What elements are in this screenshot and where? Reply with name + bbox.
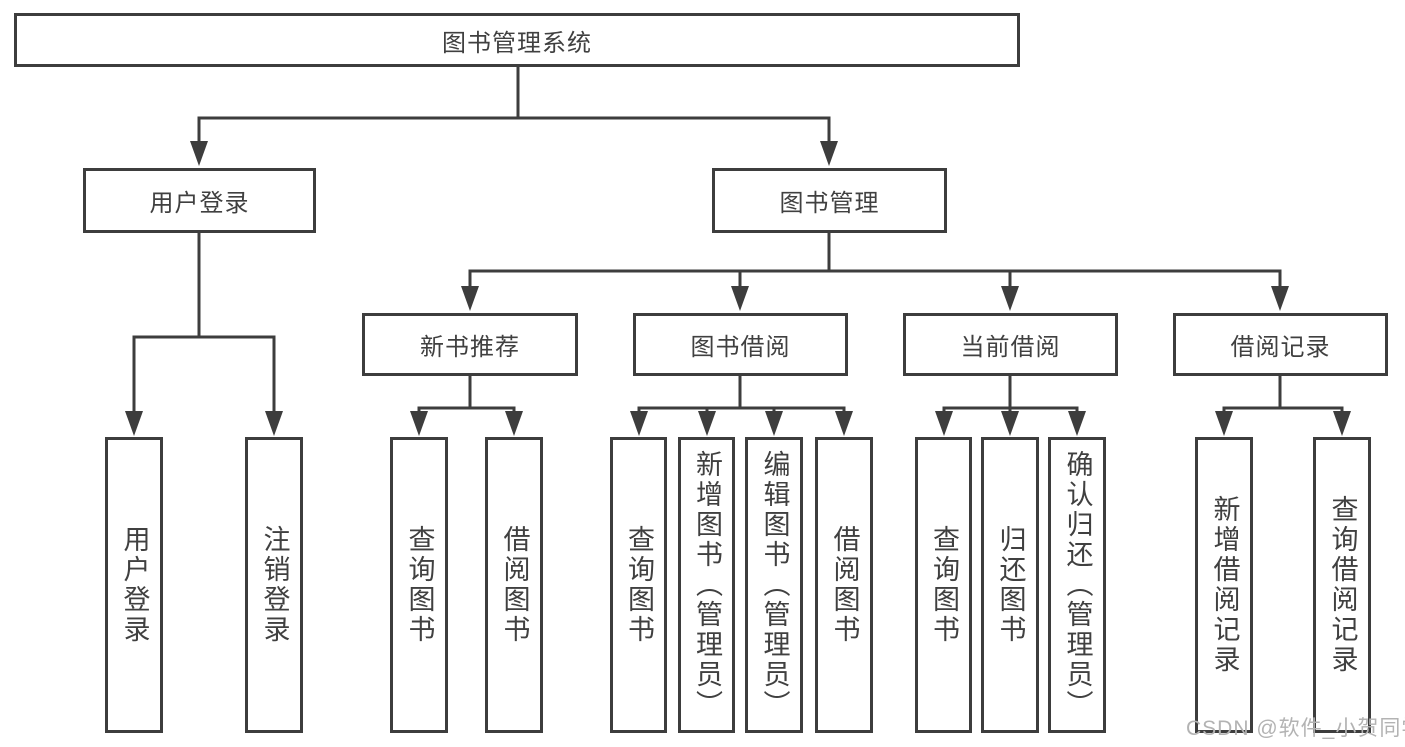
leaf-query-books-current: 查询图书 <box>915 437 972 733</box>
leaf-borrow-books-recommend: 借阅图书 <box>485 437 543 733</box>
leaf-add-books-admin-label: 新增图书（管理员） <box>692 450 722 720</box>
leaf-user-login: 用户登录 <box>105 437 163 733</box>
leaf-query-books-recommend: 查询图书 <box>390 437 448 733</box>
arrowheads <box>125 141 1351 436</box>
leaf-query-books-recommend-label: 查询图书 <box>404 525 435 645</box>
group-current-borrow: 当前借阅 <box>903 313 1118 376</box>
leaf-borrow-books: 借阅图书 <box>815 437 873 733</box>
leaf-borrow-books-label: 借阅图书 <box>829 525 860 645</box>
leaf-edit-books-admin-label: 编辑图书（管理员） <box>759 450 790 720</box>
branch-user-login: 用户登录 <box>83 168 316 233</box>
group-new-book-recommend-label: 新书推荐 <box>420 334 520 361</box>
leaf-query-borrow-record-label: 查询借阅记录 <box>1327 495 1358 675</box>
leaf-edit-books-admin: 编辑图书（管理员） <box>745 437 803 733</box>
leaf-add-books-admin: 新增图书（管理员） <box>678 437 735 733</box>
leaf-query-borrow-record: 查询借阅记录 <box>1313 437 1371 733</box>
leaf-borrow-books-recommend-label: 借阅图书 <box>499 525 530 645</box>
group-borrow-records-label: 借阅记录 <box>1230 334 1331 361</box>
leaf-logout: 注销登录 <box>245 437 303 733</box>
group-book-borrow-label: 图书借阅 <box>690 334 791 361</box>
branch-user-login-label: 用户登录 <box>149 190 250 217</box>
root-node: 图书管理系统 <box>14 13 1020 67</box>
group-current-borrow-label: 当前借阅 <box>960 334 1061 361</box>
leaf-add-borrow-record-label: 新增借阅记录 <box>1209 495 1240 675</box>
group-book-borrow: 图书借阅 <box>633 313 848 376</box>
leaf-query-books-current-label: 查询图书 <box>929 525 959 645</box>
leaf-confirm-return-admin-label: 确认归还（管理员） <box>1062 450 1093 720</box>
branch-book-management: 图书管理 <box>712 168 947 233</box>
leaf-add-borrow-record: 新增借阅记录 <box>1195 437 1253 733</box>
leaf-return-books: 归还图书 <box>981 437 1039 733</box>
leaf-confirm-return-admin: 确认归还（管理员） <box>1048 437 1106 733</box>
watermark: CSDN @软件_小贺同学 <box>1186 717 1405 740</box>
leaf-query-books-borrow-label: 查询图书 <box>624 525 654 645</box>
leaf-return-books-label: 归还图书 <box>995 525 1026 645</box>
root-node-label: 图书管理系统 <box>442 29 592 57</box>
group-new-book-recommend: 新书推荐 <box>362 313 578 376</box>
branch-book-management-label: 图书管理 <box>779 190 880 217</box>
group-borrow-records: 借阅记录 <box>1173 313 1388 376</box>
leaf-logout-label: 注销登录 <box>259 525 290 645</box>
leaf-user-login-label: 用户登录 <box>119 525 150 645</box>
leaf-query-books-borrow: 查询图书 <box>610 437 667 733</box>
